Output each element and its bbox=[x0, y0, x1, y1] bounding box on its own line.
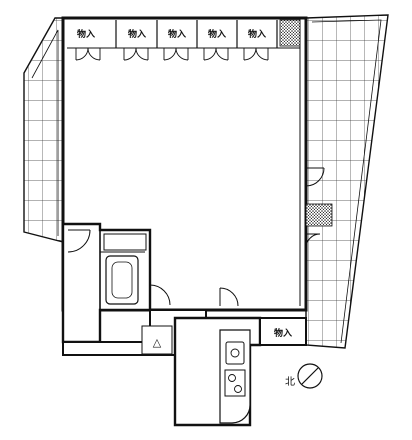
stove-burner-2 bbox=[234, 385, 242, 393]
kitchen-sink bbox=[225, 341, 245, 365]
closet-label-5: 物入 bbox=[248, 28, 266, 40]
closet-label-3: 物入 bbox=[168, 28, 186, 40]
bathroom-block bbox=[61, 222, 171, 344]
stair-marker: △ bbox=[153, 336, 162, 349]
left-balcony bbox=[23, 17, 64, 243]
wall-column-top-right bbox=[279, 19, 301, 47]
balcony-doors bbox=[305, 167, 325, 249]
closet-door-swings bbox=[75, 47, 269, 61]
north-arrow: 北 bbox=[285, 363, 323, 389]
stove bbox=[224, 369, 246, 397]
wall-column-right bbox=[305, 203, 333, 227]
closet-row: 物入 物入 物入 物入 物入 bbox=[75, 20, 278, 61]
bathtub bbox=[105, 255, 139, 305]
main-room-door bbox=[219, 287, 239, 307]
closet-label-1: 物入 bbox=[77, 28, 95, 40]
closet-label-2: 物入 bbox=[128, 28, 146, 40]
storage-label: 物入 bbox=[274, 327, 292, 339]
kitchen-block bbox=[173, 316, 262, 427]
sink-counter bbox=[103, 233, 147, 251]
storage-closet-bottom: 物入 bbox=[259, 317, 307, 346]
north-label: 北 bbox=[285, 376, 295, 388]
stove-burner-1 bbox=[228, 374, 236, 382]
closet-label-4: 物入 bbox=[208, 28, 226, 40]
